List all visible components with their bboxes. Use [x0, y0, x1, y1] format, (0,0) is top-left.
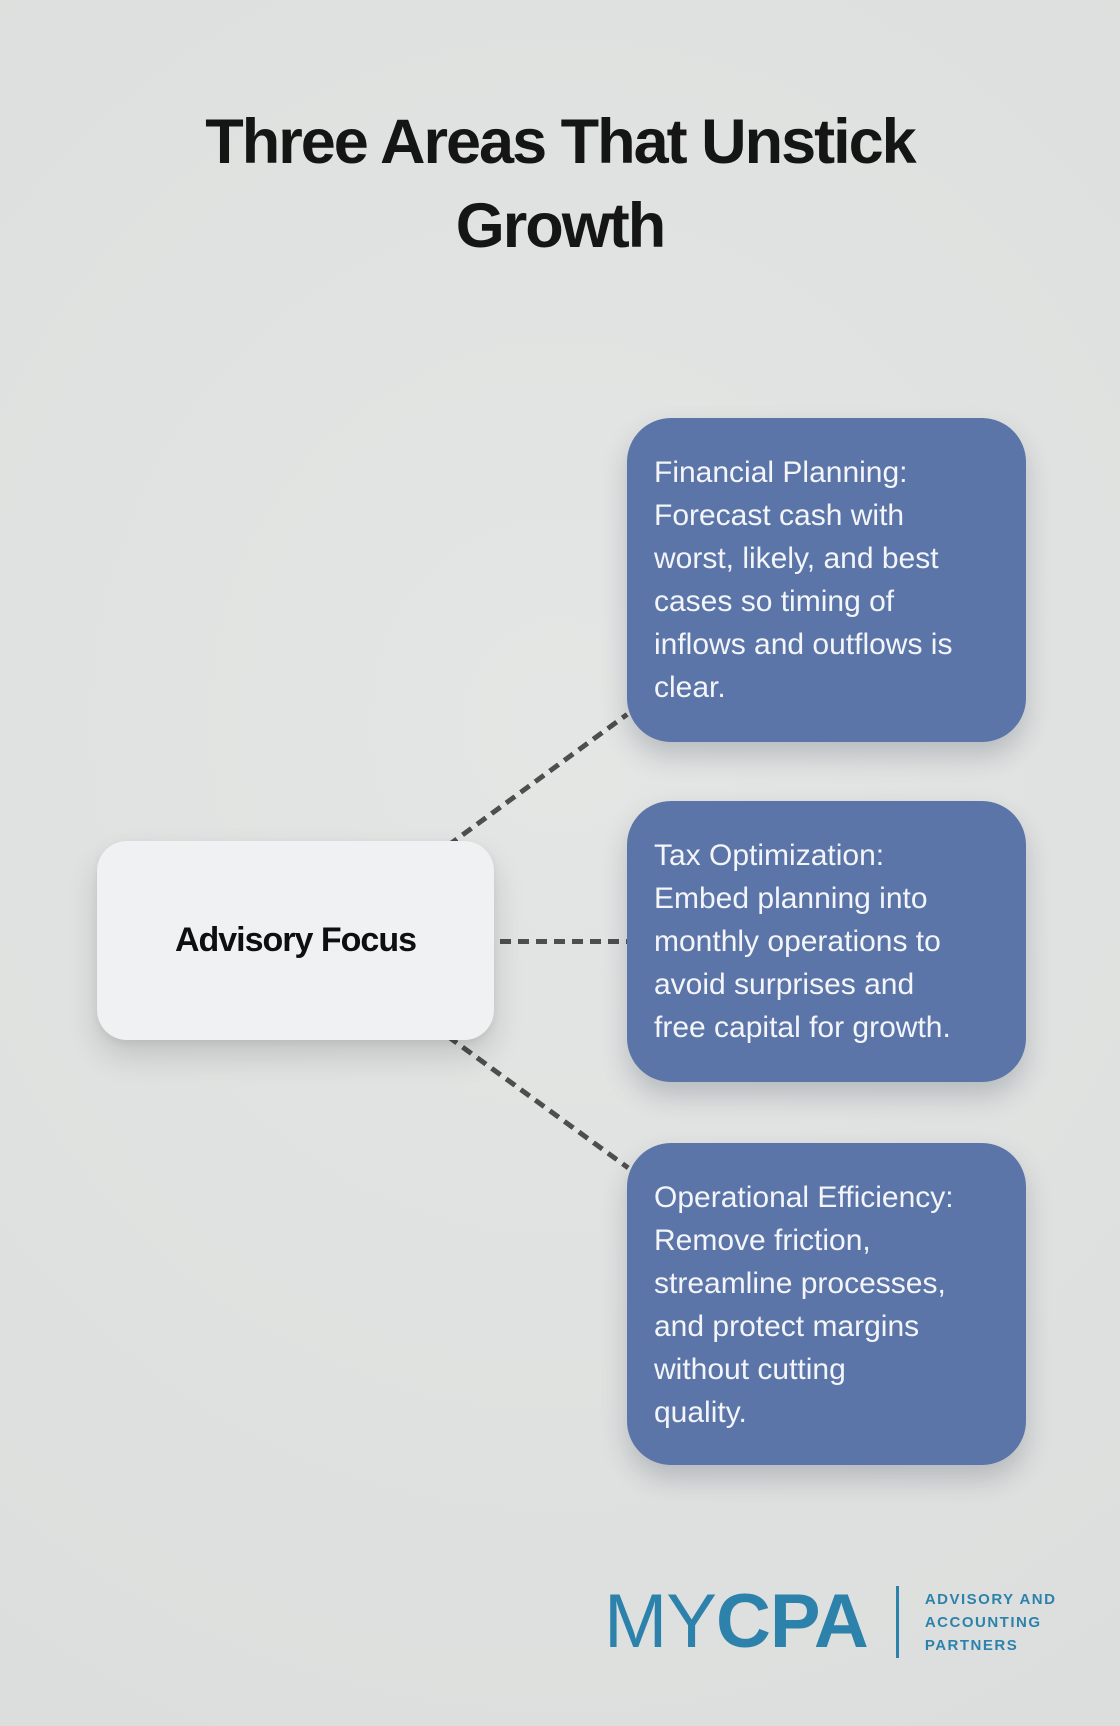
mycpa-logo-my: MY — [604, 1579, 717, 1664]
logo-divider-line — [895, 1586, 899, 1658]
page-title: Three Areas That Unstick Growth — [205, 107, 916, 261]
connector-line-top — [446, 712, 629, 848]
card-operational-efficiency-text: Operational Efficiency: Remove friction,… — [654, 1181, 954, 1429]
card-tax-optimization-text: Tax Optimization: Embed planning into mo… — [654, 839, 951, 1044]
card-financial-planning-text: Financial Planning: Forecast cash with w… — [654, 456, 953, 704]
card-operational-efficiency: Operational Efficiency: Remove friction,… — [627, 1143, 1026, 1465]
card-tax-optimization: Tax Optimization: Embed planning into mo… — [627, 801, 1026, 1082]
advisory-focus-node: Advisory Focus — [97, 841, 494, 1040]
connector-line-bottom — [446, 1034, 630, 1170]
logo-tagline: ADVISORY AND ACCOUNTING PARTNERS — [924, 1590, 1057, 1654]
card-financial-planning: Financial Planning: Forecast cash with w… — [627, 418, 1026, 742]
advisory-focus-label: Advisory Focus — [174, 921, 417, 959]
connector-line-middle — [500, 939, 627, 944]
mycpa-logo-cpa: CPA — [716, 1579, 869, 1664]
